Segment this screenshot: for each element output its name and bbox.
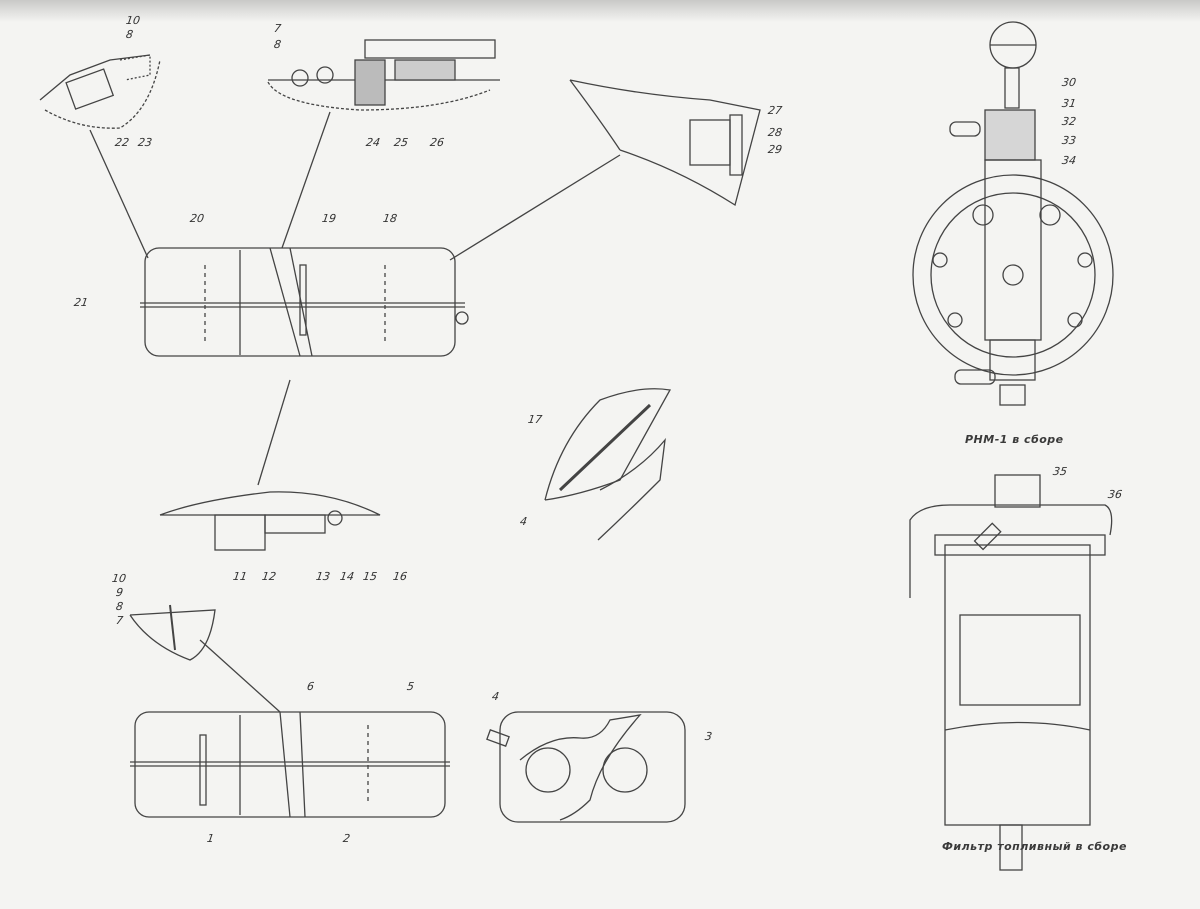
part-number-label: 12 (261, 570, 277, 583)
fuel-tank-lower (130, 711, 450, 818)
part-number-label: 19 (321, 212, 337, 225)
part-number-label: 31 (1061, 97, 1077, 110)
detail-view-22-23 (39, 54, 161, 259)
detail-view-24-26 (267, 39, 500, 249)
part-number-label: 30 (1061, 76, 1077, 89)
part-number-label: 33 (1061, 134, 1077, 147)
part-number-label: 27 (767, 104, 783, 117)
part-number-label: 24 (365, 136, 381, 149)
filter-caption: Фильтр топливный в сборе (942, 840, 1127, 853)
part-number-label: 21 (73, 296, 89, 309)
scan-shadow (0, 0, 1200, 22)
part-number-label: 34 (1061, 154, 1077, 167)
detail-view-17 (544, 388, 672, 541)
fuel-tank-end-view (486, 711, 686, 823)
pump-caption: РНМ-1 в сборе (965, 433, 1064, 446)
part-number-label: 11 (232, 570, 248, 583)
part-number-label: 17 (527, 413, 543, 426)
part-number-label: 14 (339, 570, 355, 583)
part-number-label: 10 (125, 14, 141, 27)
part-number-label: 26 (429, 136, 445, 149)
part-number-label: 22 (114, 136, 130, 149)
detail-view-7-10 (129, 604, 281, 713)
detail-view-27-29 (449, 79, 761, 261)
part-number-label: 32 (1061, 115, 1077, 128)
fuel-tank-upper (140, 247, 469, 486)
part-number-label: 15 (362, 570, 378, 583)
part-number-label: 36 (1107, 488, 1123, 501)
part-number-label: 20 (189, 212, 205, 225)
part-number-label: 35 (1052, 465, 1068, 478)
pump-rnm1-drawing (912, 21, 1114, 406)
part-number-label: 25 (393, 136, 409, 149)
detail-view-11-16 (159, 491, 381, 551)
part-number-label: 10 (111, 572, 127, 585)
part-number-label: 18 (382, 212, 398, 225)
part-number-label: 23 (137, 136, 153, 149)
part-number-label: 13 (315, 570, 331, 583)
part-number-label: 16 (392, 570, 408, 583)
part-number-label: 29 (767, 143, 783, 156)
fuel-filter-drawing (909, 474, 1113, 871)
part-number-label: 28 (767, 126, 783, 139)
